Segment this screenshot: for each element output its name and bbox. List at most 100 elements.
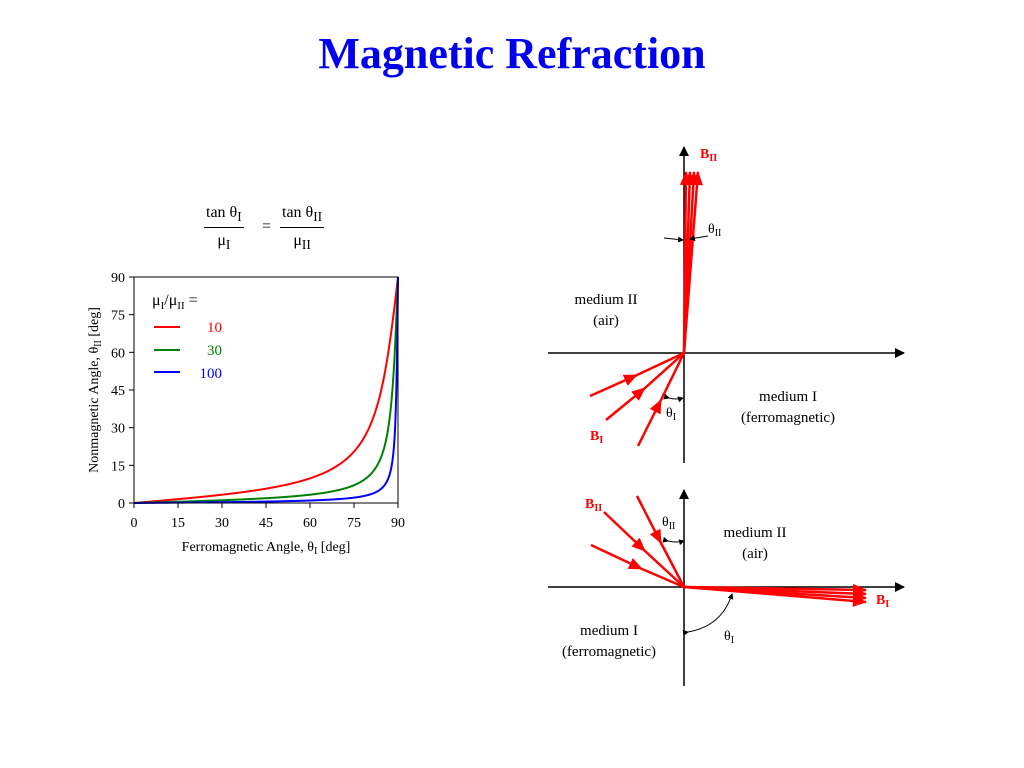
bottom-b2-arrow-2 [603,511,646,552]
bottom-b2-arrow-2b [644,550,685,588]
top-medium2-line1: medium II [575,292,638,308]
x-axis-label: Ferromagnetic Angle, θI [deg] [182,540,351,557]
bottom-b1-label: BI [876,593,889,610]
top-theta2-arrow-right [689,235,709,242]
top-b1-label-sub: I [599,435,603,446]
bottom-b2-label: BII [585,497,602,514]
top-theta2-label: θII [708,222,721,239]
top-diagram: BII θII medium II (air) medium I (ferrom… [548,146,905,463]
bottom-theta2-label: θII [662,515,675,532]
bottom-diagram: BII θII medium II (air) BI medium I (fer… [548,489,905,686]
right-denominator-text: μ [293,232,302,250]
left-fraction: tan θI μI [204,204,244,253]
right-denominator: μII [280,228,324,253]
top-b2-label-text: B [700,147,709,162]
bottom-theta1-label: θI [724,629,734,646]
bottom-theta2-arc [662,536,685,546]
x-tick-label: 15 [171,516,185,531]
right-numerator-sub: II [313,209,323,225]
legend-label-10: 10 [207,320,222,336]
legend-title-sub2: II [177,300,185,312]
top-b1-arrow-3 [636,399,663,447]
top-theta1-label-sub: I [673,412,676,423]
y-tick-label: 15 [111,459,125,474]
bottom-theta1-label-sub: I [731,635,734,646]
y-tick-label: 75 [111,309,125,324]
bottom-medium1-line1: medium I [580,623,638,639]
legend-title-sub1: I [161,300,165,312]
top-b1-arrow-3b [659,352,686,401]
bottom-b1-label-text: B [876,593,885,608]
top-b1-label-text: B [590,429,599,444]
left-denominator-sub: I [225,237,231,253]
bottom-theta2-label-sub: II [669,521,676,532]
legend-title-mid: /μ [164,292,177,309]
top-b1-arrow-2 [605,387,646,421]
x-axis-label-sub: I [314,546,317,557]
top-b1-arrow-2b [644,352,685,389]
left-numerator-sub: I [237,209,242,225]
top-b2-label: BII [700,147,717,164]
bottom-b2-arrow-1b [641,567,685,589]
x-tick-label: 45 [259,516,273,531]
left-numerator-text: tan θ [206,204,238,221]
legend-title-end: = [185,292,198,309]
x-tick-label: 60 [303,516,317,531]
x-tick-label: 75 [347,516,361,531]
bottom-b2-label-sub: II [594,503,602,514]
y-axis-label: Nonmagnetic Angle, θII [deg] [87,307,104,473]
top-b2-arrow-4 [682,171,703,354]
bottom-b2-arrow-3b [659,542,686,588]
x-tick-label: 90 [391,516,405,531]
y-tick-label: 90 [111,271,125,286]
refraction-formula: tan θI μI = tan θII μII [200,200,340,260]
bottom-theta1-label-text: θ [724,629,731,644]
top-theta2-arrow-left [663,236,684,243]
y-axis-label-sub: II [93,340,104,347]
top-theta2-label-sub: II [715,228,722,239]
bottom-b2-arrow-3 [635,495,663,544]
y-tick-label: 0 [118,497,125,512]
top-medium1-line2: (ferromagnetic) [741,410,835,426]
x-tick-label: 0 [131,516,138,531]
x-axis-label-unit: [deg] [317,540,350,555]
bottom-theta2-label-text: θ [662,515,669,530]
x-tick-label: 30 [215,516,229,531]
left-denominator: μI [204,228,244,253]
top-b1-arrow-1 [589,373,638,398]
right-numerator-text: tan θ [282,204,314,221]
y-axis-label-text: Nonmagnetic Angle, θ [87,347,102,473]
top-theta1-label: θI [666,406,676,423]
right-numerator: tan θII [280,204,325,229]
equals-sign: = [262,218,272,235]
left-numerator: tan θI [204,204,244,229]
legend-title-mu: μ [152,292,161,309]
top-medium1-line1: medium I [759,389,817,405]
right-fraction: tan θII μII [280,204,325,253]
y-tick-label: 45 [111,384,125,399]
bottom-medium1-line2: (ferromagnetic) [562,644,656,660]
legend-label-100: 100 [200,366,223,382]
bottom-b2-label-text: B [585,497,594,512]
chart-legend: μI/μII = 10 30 100 [152,292,222,382]
bottom-b1-arrow-4 [683,585,867,607]
top-b1-arrow-1b [636,351,685,377]
top-theta2-label-text: θ [708,222,715,237]
page-title: Magnetic Refraction [318,29,706,78]
bottom-b1-label-sub: I [885,599,889,610]
plot-frame [133,276,399,504]
bottom-b2-arrow-1 [590,543,643,571]
bottom-medium2-line2: (air) [742,546,768,562]
top-b2-label-sub: II [709,153,717,164]
top-theta1-label-text: θ [666,406,673,421]
bottom-medium2-line1: medium II [724,525,787,541]
y-tick-label: 30 [111,422,125,437]
left-denominator-text: μ [217,232,226,250]
x-axis-label-text: Ferromagnetic Angle, θ [182,540,315,555]
legend-title: μI/μII = [152,292,198,312]
y-axis-label-unit: [deg] [87,307,102,340]
top-medium2-line2: (air) [593,313,619,329]
